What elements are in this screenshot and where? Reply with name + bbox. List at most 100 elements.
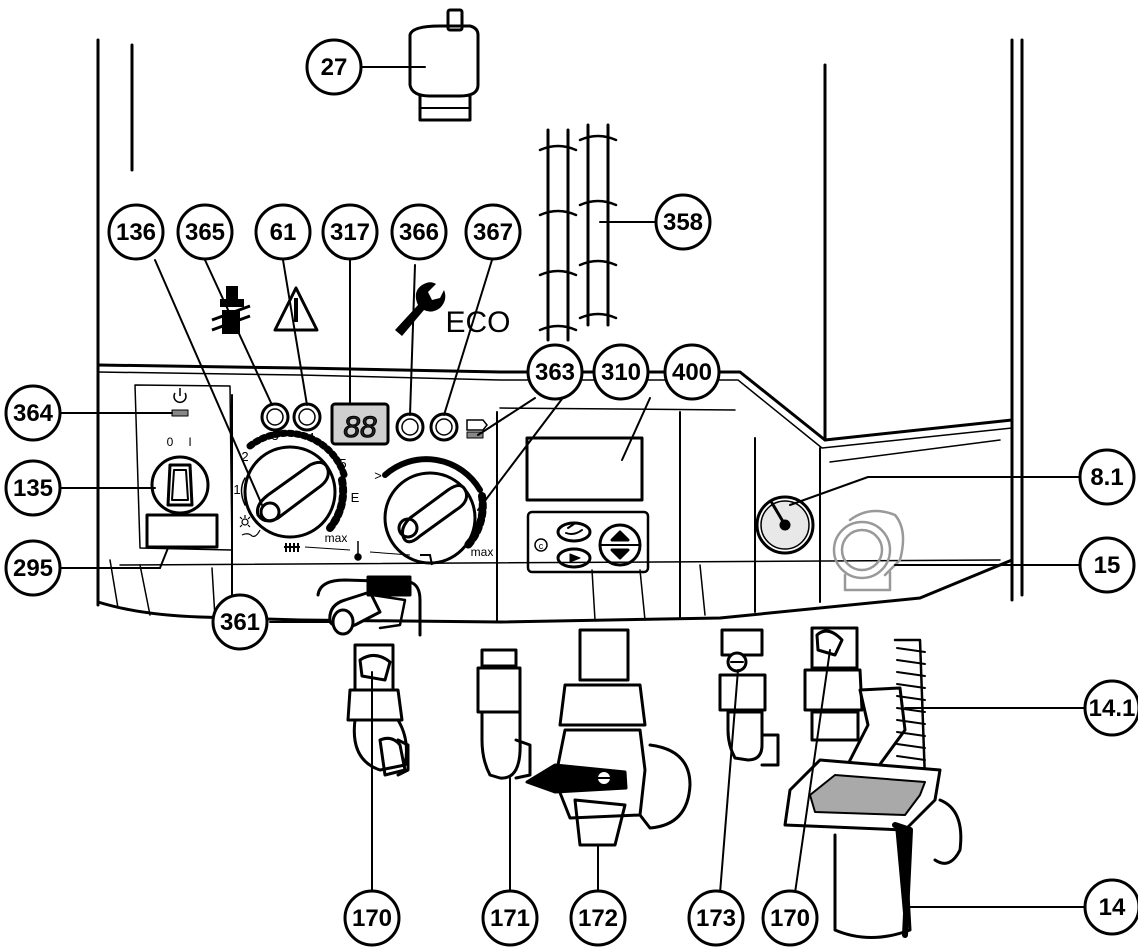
c-icon-label: c — [539, 541, 544, 551]
callout-310: 310 — [592, 343, 650, 401]
reset-button[interactable] — [292, 402, 322, 432]
callout-367: 367 — [464, 203, 522, 261]
callout-173: 173 — [687, 889, 745, 947]
dhw-outlet — [476, 648, 532, 780]
callout-label: 14 — [1099, 894, 1126, 921]
dial-right-min: > — [374, 468, 382, 483]
eco-led-icon — [466, 419, 488, 431]
power-led — [171, 409, 189, 417]
pressure-gauge — [755, 495, 815, 555]
radiator-icon — [284, 543, 300, 552]
callout-circle — [592, 343, 650, 401]
callout-364: 364 — [4, 384, 62, 442]
callout-circle — [761, 889, 819, 947]
service-button[interactable] — [395, 412, 425, 442]
callout-circle — [254, 203, 312, 261]
callout-circle — [4, 459, 62, 517]
callout-14: 14 — [1083, 878, 1138, 936]
dhw-temperature-dial[interactable] — [382, 456, 487, 565]
callout-circle — [1083, 878, 1138, 936]
keypad — [526, 510, 650, 574]
siphon-hose — [538, 123, 618, 342]
info-display — [525, 436, 644, 502]
callout-61: 61 — [254, 203, 312, 261]
thermometer-icon — [354, 541, 362, 561]
switch-on-label: I — [188, 435, 191, 449]
service-valve-left — [346, 643, 410, 777]
dial-tick-1: 1 — [233, 482, 240, 497]
callout-circle — [390, 203, 448, 261]
callout-label: 367 — [473, 219, 513, 246]
callout-circle — [481, 889, 539, 947]
callout-317: 317 — [321, 203, 379, 261]
callout-circle — [654, 193, 712, 251]
callout-172: 172 — [569, 889, 627, 947]
callout-365: 365 — [176, 203, 234, 261]
callout-circle — [211, 593, 269, 651]
callout-361: 361 — [211, 593, 269, 651]
callout-circle — [176, 203, 234, 261]
callout-label: 317 — [330, 219, 370, 246]
callout-14.1: 14.1 — [1083, 679, 1138, 737]
dial-left-max: max — [325, 531, 348, 545]
chimney-sweep-button[interactable] — [260, 402, 290, 432]
callout-label: 171 — [490, 905, 530, 932]
callout-136: 136 — [107, 203, 165, 261]
callout-label: 15 — [1094, 552, 1121, 579]
air-vent — [408, 8, 480, 122]
callout-label: 170 — [770, 905, 810, 932]
callout-label: 61 — [270, 219, 297, 246]
callout-circle — [1078, 448, 1136, 506]
burner-led — [466, 431, 484, 439]
power-icon — [173, 388, 187, 403]
dial-right-max: max — [471, 545, 494, 559]
callout-circle — [663, 343, 721, 401]
callout-label: 400 — [672, 359, 712, 386]
back-button[interactable] — [556, 521, 592, 543]
callout-366: 366 — [390, 203, 448, 261]
c-icon — [534, 538, 548, 552]
drain-cock — [316, 575, 422, 637]
callout-label: 361 — [220, 609, 260, 636]
callout-358: 358 — [654, 193, 712, 251]
callout-circle — [569, 889, 627, 947]
heating-temperature-dial[interactable] — [240, 429, 349, 539]
service-valve-right — [803, 626, 864, 742]
dial-tick-3: 3 — [271, 428, 278, 443]
callout-circle — [464, 203, 522, 261]
dial-tick-5: 5 — [339, 456, 346, 471]
callout-8.1: 8.1 — [1078, 448, 1136, 506]
callout-circle — [687, 889, 745, 947]
callout-400: 400 — [663, 343, 721, 401]
callout-label: 172 — [578, 905, 618, 932]
callout-circle — [4, 384, 62, 442]
callout-circle — [1078, 536, 1136, 594]
callout-label: 365 — [185, 219, 225, 246]
digital-display — [330, 402, 390, 446]
callout-label: 136 — [116, 219, 156, 246]
callout-label: 170 — [352, 905, 392, 932]
forward-button[interactable] — [556, 547, 592, 569]
main-switch[interactable] — [150, 455, 210, 515]
callout-circle — [343, 889, 401, 947]
eco-button[interactable] — [429, 412, 459, 442]
callout-135: 135 — [4, 459, 62, 517]
label-plate — [145, 513, 219, 549]
tap-icon — [420, 554, 433, 566]
cold-water-valve — [718, 628, 780, 767]
callout-170b: 170 — [761, 889, 819, 947]
callout-label: 8.1 — [1090, 464, 1123, 491]
switch-off-label: 0 — [167, 435, 174, 449]
dial-tick-4: 4 — [307, 430, 314, 445]
wrench-icon — [395, 282, 446, 336]
callout-label: 295 — [13, 555, 53, 582]
chimney-sweep-icon — [211, 286, 251, 334]
callout-363: 363 — [526, 343, 584, 401]
callout-label: 173 — [696, 905, 736, 932]
siphon-funnel — [783, 638, 963, 939]
warning-triangle-icon — [273, 286, 319, 332]
callout-label: 310 — [601, 359, 641, 386]
callout-label: 364 — [13, 400, 54, 427]
callout-label: 27 — [321, 54, 348, 81]
